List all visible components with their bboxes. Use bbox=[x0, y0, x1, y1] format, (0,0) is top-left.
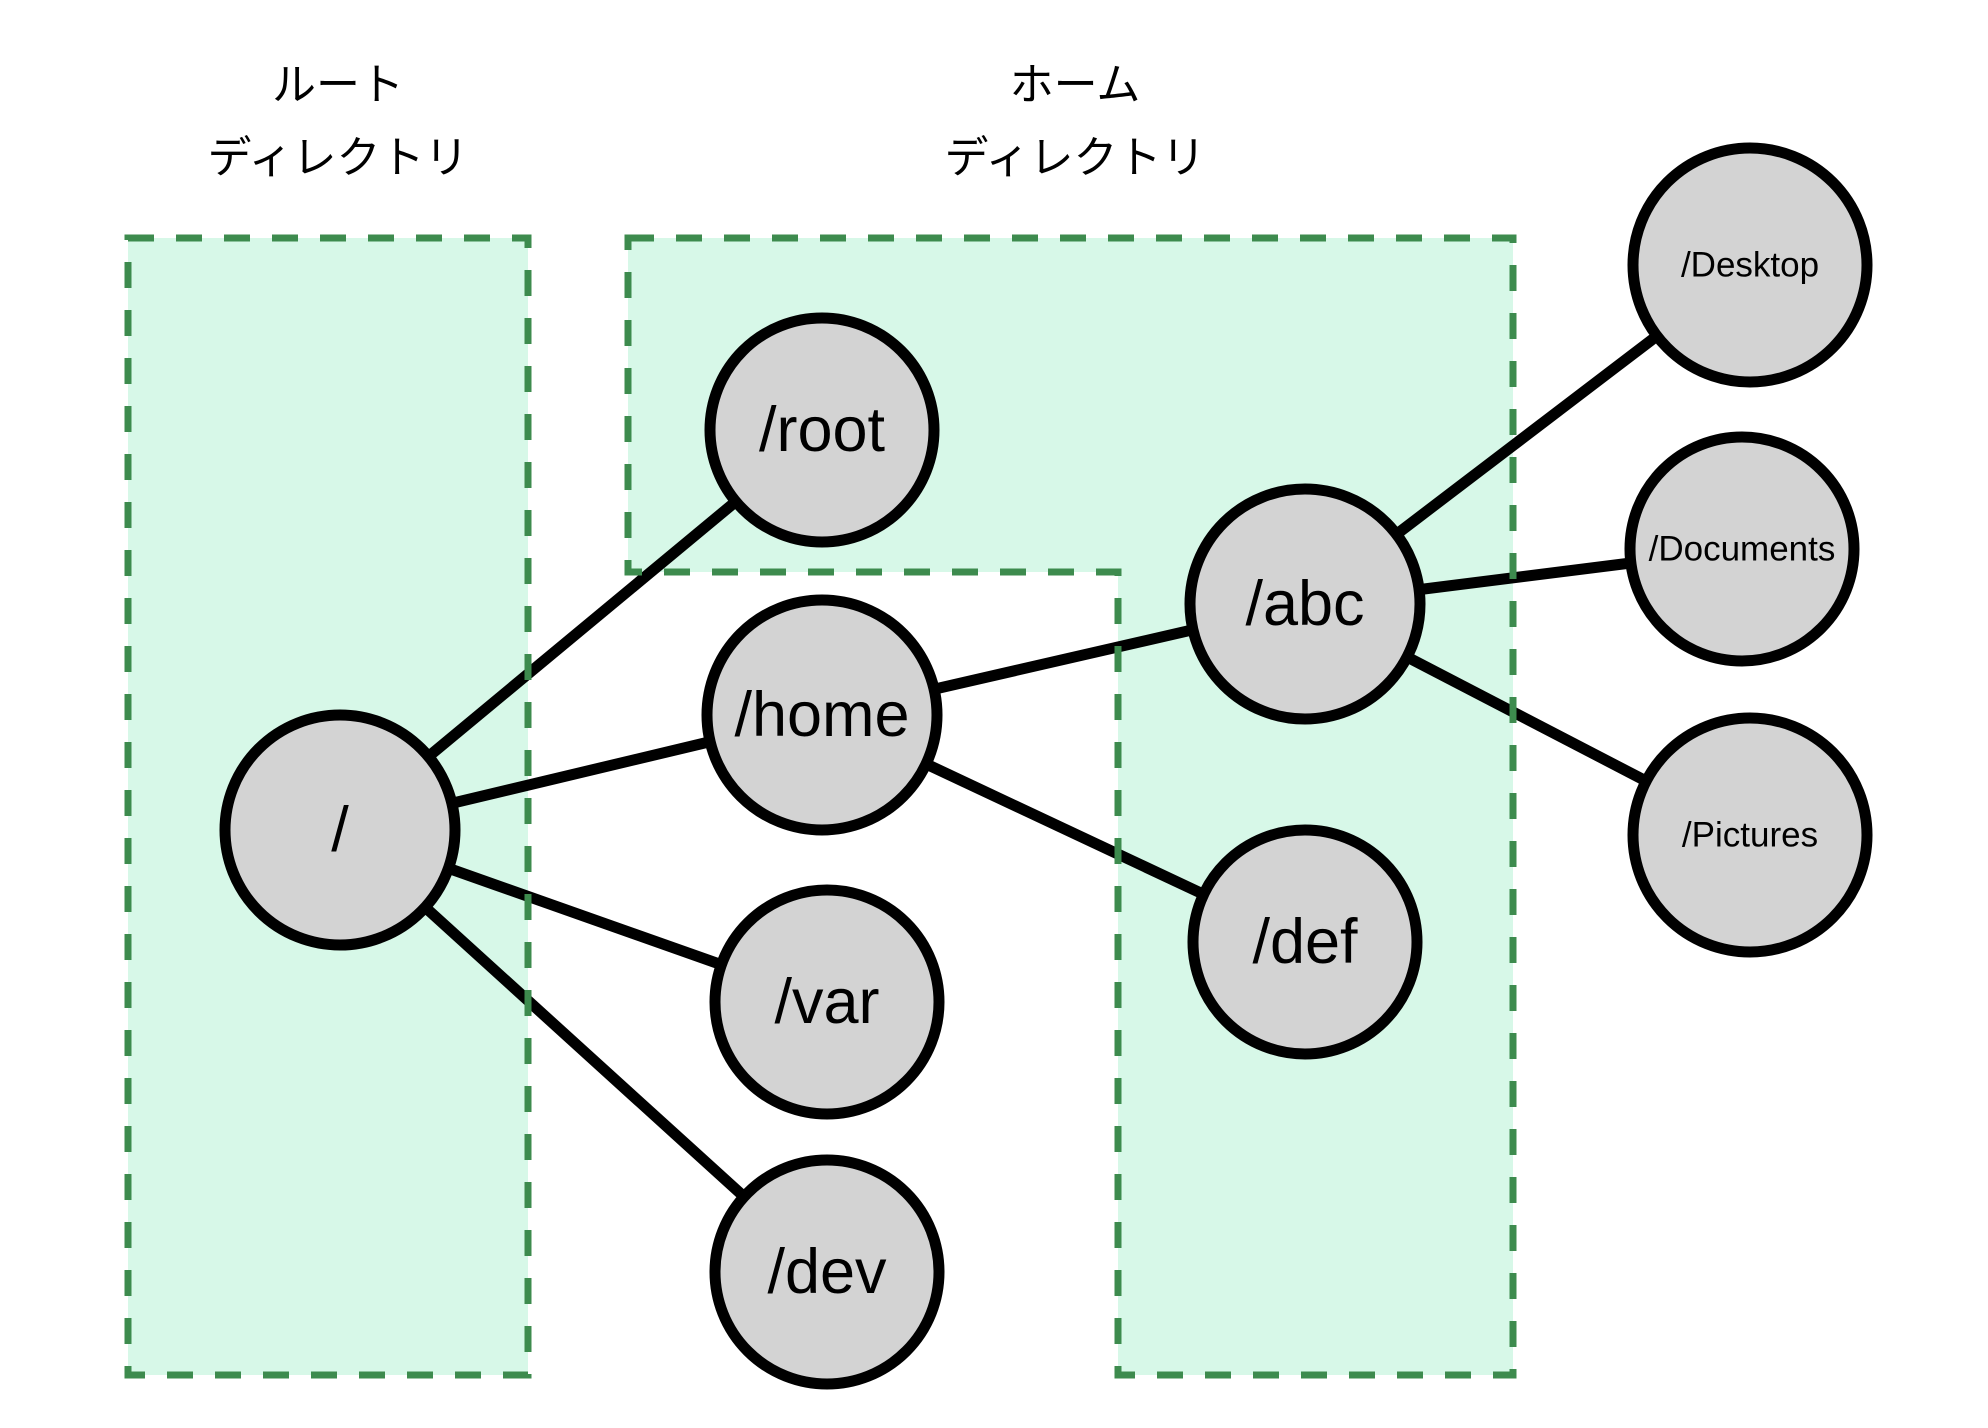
node-pictures-label: /Pictures bbox=[1682, 816, 1818, 855]
node-root-home-circle[interactable] bbox=[704, 312, 940, 548]
edge-abc-to-desktop bbox=[1389, 329, 1664, 542]
edge-root-to-root-home bbox=[421, 494, 743, 764]
node-documents-circle[interactable] bbox=[1624, 431, 1860, 667]
home-directory-group-title-line2: ディレクトリ bbox=[945, 134, 1206, 183]
node-root-label: / bbox=[331, 795, 349, 865]
node-abc-label: /abc bbox=[1245, 569, 1364, 639]
root-directory-group-title-line2: ディレクトリ bbox=[208, 134, 469, 183]
node-def-circle[interactable] bbox=[1187, 824, 1423, 1060]
node-root-home[interactable]: /root bbox=[704, 312, 940, 548]
root-directory-group-border bbox=[124, 234, 532, 1379]
edge-root-to-home bbox=[446, 735, 716, 810]
node-desktop-circle[interactable] bbox=[1627, 142, 1873, 388]
node-dev[interactable]: /dev bbox=[709, 1154, 945, 1390]
node-home-circle[interactable] bbox=[701, 594, 943, 836]
node-documents[interactable]: /Documents bbox=[1624, 431, 1860, 667]
node-home-label: /home bbox=[734, 680, 909, 750]
edge-root-to-var bbox=[442, 861, 727, 972]
node-documents-label: /Documents bbox=[1649, 530, 1836, 569]
node-abc[interactable]: /abc bbox=[1184, 483, 1426, 725]
group-region-borders bbox=[124, 234, 1517, 1379]
node-root-circle[interactable] bbox=[219, 709, 461, 951]
node-def-label: /def bbox=[1252, 907, 1358, 977]
node-pictures[interactable]: /Pictures bbox=[1627, 712, 1873, 958]
node-root-home-label: /root bbox=[759, 395, 886, 465]
node-home[interactable]: /home bbox=[701, 594, 943, 836]
node-pictures-circle[interactable] bbox=[1627, 712, 1873, 958]
home-directory-group-title-line1: ホーム bbox=[1010, 61, 1141, 110]
edge-home-to-def bbox=[920, 757, 1210, 902]
edges-layer bbox=[418, 329, 1664, 1204]
edge-abc-to-documents bbox=[1414, 557, 1636, 596]
node-var-circle[interactable] bbox=[709, 884, 945, 1120]
node-dev-circle[interactable] bbox=[709, 1154, 945, 1390]
node-var[interactable]: /var bbox=[709, 884, 945, 1120]
node-root[interactable]: / bbox=[219, 709, 461, 951]
root-directory-group-title-line1: ルート bbox=[272, 61, 404, 110]
node-abc-circle[interactable] bbox=[1184, 483, 1426, 725]
node-dev-label: /dev bbox=[767, 1237, 887, 1307]
node-desktop[interactable]: /Desktop bbox=[1627, 142, 1873, 388]
edge-home-to-abc bbox=[928, 623, 1199, 696]
home-directory-group-border bbox=[624, 234, 1517, 1379]
edge-root-to-dev bbox=[418, 900, 751, 1204]
nodes-layer: / /root/home/var/dev/abc/def/Desktop/Docu… bbox=[219, 142, 1873, 1390]
edge-abc-to-pictures bbox=[1400, 650, 1653, 788]
node-def[interactable]: /def bbox=[1187, 824, 1423, 1060]
node-var-label: /var bbox=[774, 967, 879, 1037]
node-desktop-label: /Desktop bbox=[1681, 246, 1819, 285]
